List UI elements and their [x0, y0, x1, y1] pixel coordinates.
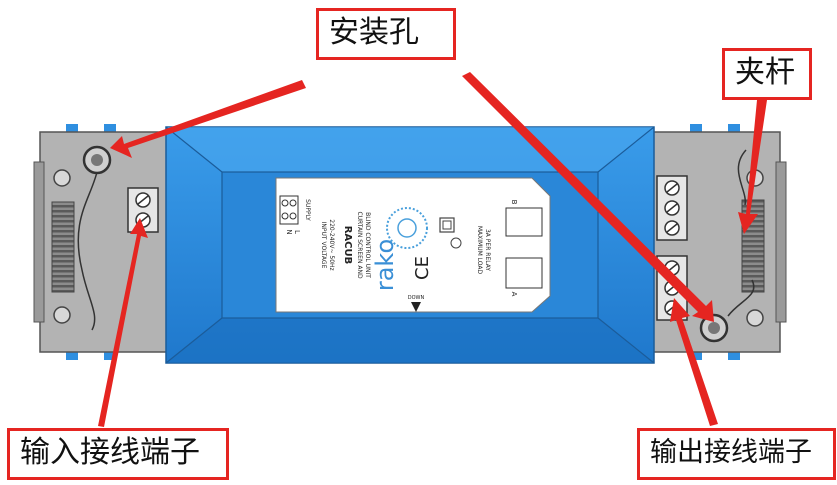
arrow-mount-left [110, 80, 306, 158]
callout-input-terminal: 输入接线端子 [7, 428, 229, 480]
arrow-input [98, 218, 148, 427]
right-housing [651, 124, 787, 360]
label-n: N [285, 229, 293, 234]
product-label: SUPPLY N L INPUT VOLTAGE 220-240V~ 50Hz … [275, 177, 551, 313]
label-supply: SUPPLY [304, 199, 311, 221]
down-arrow-icon [411, 302, 421, 312]
label-relay-b: B [510, 200, 518, 205]
callout-output-terminal: 输出接线端子 [637, 428, 836, 480]
label-description-1: CURTAIN SCREEN AND [356, 211, 363, 279]
label-max-load-relay: 3A PER RELAY [484, 229, 491, 271]
label-input-voltage: INPUT VOLTAGE [320, 222, 327, 269]
pointer-arrows [98, 72, 767, 427]
callout-mounting-hole: 安装孔 [316, 8, 456, 60]
label-input-voltage-range: 220-240V~ 50Hz [328, 219, 335, 270]
label-brand: rako [371, 239, 399, 291]
label-l: L [293, 230, 301, 234]
label-relay-a: A [510, 292, 518, 297]
arrow-mount-right [462, 72, 714, 322]
clamp-bar-icon [737, 149, 747, 206]
label-down: DOWN [408, 295, 425, 301]
label-description-2: BLIND CONTROL UNIT [364, 212, 371, 278]
arrow-output [670, 298, 718, 426]
rako-logo-icon [386, 207, 428, 249]
input-terminal-block [127, 187, 159, 233]
label-max-load: MAXIMUM LOAD [476, 226, 483, 275]
label-ce: CE [412, 256, 433, 280]
left-housing [33, 124, 169, 360]
label-model: RACUB [342, 226, 353, 265]
callout-clamp-bar: 夹杆 [722, 48, 812, 100]
arrow-clamp [738, 100, 767, 234]
